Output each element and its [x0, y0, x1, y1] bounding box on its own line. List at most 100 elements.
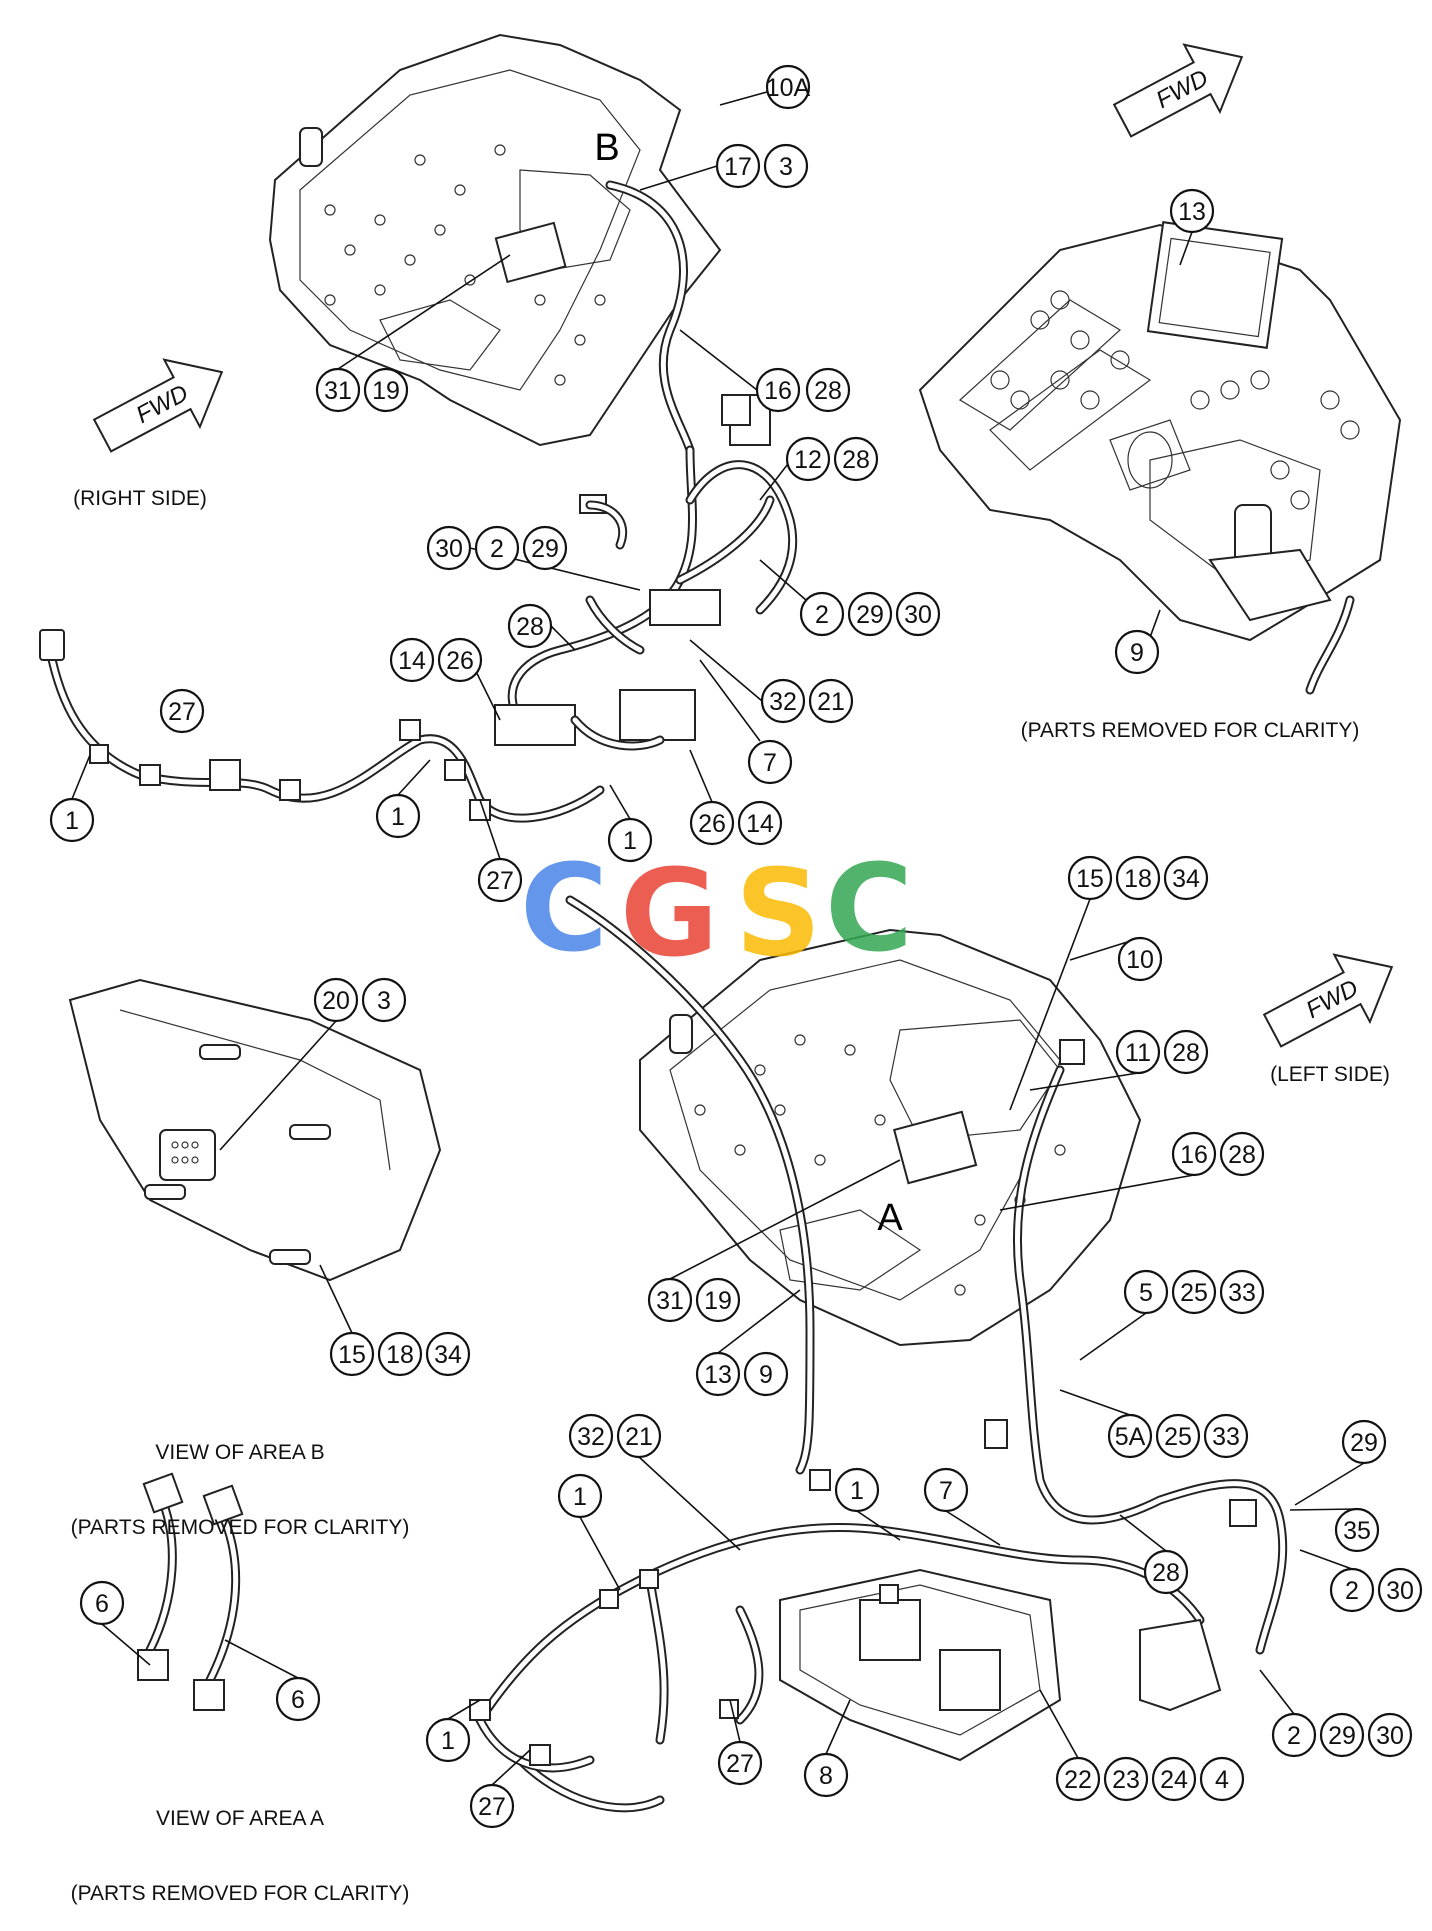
callout-circle [1143, 1549, 1189, 1595]
callout-number: 19 [704, 1287, 732, 1315]
leader-line [1039, 1689, 1079, 1759]
callout-number: 26 [698, 810, 726, 838]
callout-circle [1219, 1269, 1265, 1315]
area-a-view-illustration [137, 1472, 244, 1711]
callout-30: 30 [1367, 1712, 1413, 1758]
callout-28: 28 [805, 367, 851, 413]
callout-circle [437, 637, 483, 683]
leader-line [1119, 1514, 1167, 1552]
lower-harness [469, 895, 1288, 1813]
leader-line [679, 329, 758, 391]
callout-13: 13 [695, 1351, 741, 1397]
callout-number: 13 [704, 1361, 732, 1389]
callout-number: 35 [1343, 1517, 1371, 1545]
callout-circle [763, 143, 809, 189]
callout-29: 29 [1319, 1712, 1365, 1758]
callout-number: 10A [766, 74, 811, 102]
callout-number: 2 [490, 535, 504, 563]
callout-number: 14 [398, 647, 426, 675]
left-side-caption: (LEFT SIDE) [1270, 1063, 1390, 1086]
leader-line [699, 659, 761, 742]
callout-1: 1 [557, 1473, 603, 1519]
callout-26: 26 [689, 800, 735, 846]
callout-number: 34 [1172, 865, 1200, 893]
callout-circle [743, 1351, 789, 1397]
callout-number: 18 [386, 1341, 414, 1369]
callout-circle [275, 1676, 321, 1722]
leader-line [479, 799, 501, 860]
watermark-letter-s: S [735, 845, 821, 984]
callout-number: 29 [856, 601, 884, 629]
callout-circle [1055, 1756, 1101, 1802]
callout-number: 28 [1172, 1039, 1200, 1067]
callout-number: 7 [763, 749, 777, 777]
leader-line [71, 754, 91, 800]
callout-circle [923, 1467, 969, 1513]
callout-circle [49, 797, 95, 843]
leader-line [825, 1699, 851, 1755]
callout-number: 9 [1130, 639, 1144, 667]
callout-20: 20 [313, 977, 359, 1023]
callout-circle [1067, 855, 1113, 901]
callout-number: 19 [372, 377, 400, 405]
callout-number: 6 [291, 1686, 305, 1714]
area-b-view-illustration [68, 978, 442, 1282]
callout-number: 5A [1115, 1423, 1146, 1451]
leader-line [447, 1699, 481, 1720]
callout-circle [425, 1717, 471, 1763]
panel-bolts [324, 144, 606, 386]
callout-circle [1367, 1712, 1413, 1758]
callout-number: 1 [850, 1477, 864, 1505]
callout-7: 7 [747, 739, 793, 785]
callout-number: 8 [819, 1762, 833, 1790]
callout-28: 28 [833, 436, 879, 482]
callout-19: 19 [363, 367, 409, 413]
leader-line [337, 254, 511, 370]
callout-2: 2 [474, 525, 520, 571]
callout-28: 28 [1143, 1549, 1189, 1595]
callout-29: 29 [847, 591, 893, 637]
callout-16: 16 [1171, 1131, 1217, 1177]
callout-number: 16 [764, 377, 792, 405]
callout-number: 7 [939, 1477, 953, 1505]
callout-31: 31 [315, 367, 361, 413]
callout-circle [847, 591, 893, 637]
control-panel-illustration [918, 221, 1402, 695]
callout-1: 1 [834, 1467, 880, 1513]
fwd-arrow-left: FWD [92, 358, 224, 453]
callout-10A: 10A [766, 64, 811, 110]
callout-4: 4 [1199, 1756, 1245, 1802]
callout-number: 22 [1064, 1766, 1092, 1794]
callout-number: 31 [656, 1287, 684, 1315]
callout-25: 25 [1171, 1269, 1217, 1315]
callout-27: 27 [477, 857, 523, 903]
callout-18: 18 [377, 1331, 423, 1377]
callout-circle [1377, 1567, 1423, 1613]
callout-33: 33 [1219, 1269, 1265, 1315]
leader-line [319, 1264, 353, 1334]
callout-11: 11 [1115, 1029, 1161, 1075]
callout-33: 33 [1203, 1413, 1249, 1459]
callout-number: 27 [486, 867, 514, 895]
callout-circle [1115, 855, 1161, 901]
left-harness-branch [39, 629, 605, 823]
callout-circle [799, 591, 845, 637]
callout-circle [833, 436, 879, 482]
callout-circle [425, 1331, 471, 1377]
callout-circle [717, 1740, 763, 1786]
right-side-caption: (RIGHT SIDE) [73, 487, 207, 510]
connector-pins [171, 1141, 199, 1164]
callout-number: 1 [441, 1727, 455, 1755]
callout-circle [760, 678, 806, 724]
callout-circle [1117, 936, 1163, 982]
callout-number: 27 [478, 1793, 506, 1821]
callout-number: 15 [338, 1341, 366, 1369]
callout-circle [426, 525, 472, 571]
callout-7: 7 [923, 1467, 969, 1513]
callout-circle [695, 1277, 741, 1323]
callout-1: 1 [425, 1717, 471, 1763]
cgsc-watermark: C G S C [520, 840, 913, 984]
upper-harness [494, 180, 798, 751]
callout-16: 16 [755, 367, 801, 413]
callout-number: 28 [516, 613, 544, 641]
